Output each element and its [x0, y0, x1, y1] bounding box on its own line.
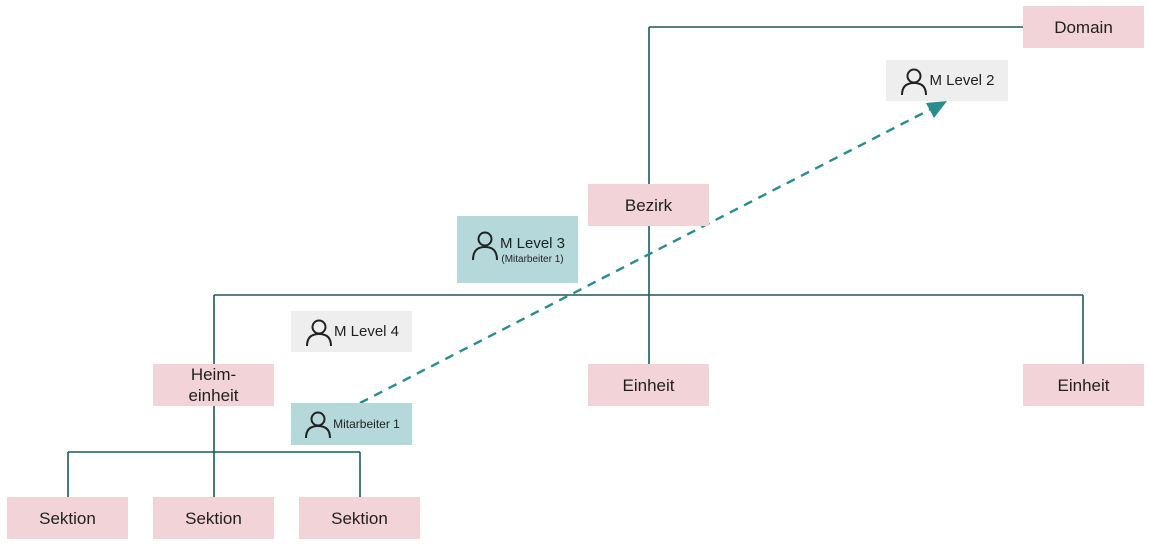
node-heimeinheit-label-line2: einheit: [188, 386, 239, 405]
node-domain-label: Domain: [1054, 17, 1113, 37]
person-level3-label: M Level 3: [499, 235, 566, 252]
node-bezirk-label: Bezirk: [624, 195, 673, 215]
node-sektion-3-label: Sektion: [331, 508, 388, 528]
node-domain: Domain: [1023, 6, 1144, 48]
person-icon: [901, 68, 928, 95]
person-level4-label: M Level 4: [333, 323, 400, 340]
person-employee: Mitarbeiter 1: [291, 403, 412, 445]
node-heimeinheit-label-line1: Heim-: [190, 365, 237, 384]
escalation-arrow-head: [926, 101, 947, 118]
node-sektion-2-label: Sektion: [185, 508, 242, 528]
node-bezirk: Bezirk: [588, 184, 709, 226]
node-sektion-1-label: Sektion: [39, 508, 96, 528]
person-level3: M Level 3 (Mitarbeiter 1): [457, 216, 578, 283]
node-sektion-2: Sektion: [153, 497, 274, 539]
person-level3-sublabel: (Mitarbeiter 1): [501, 254, 564, 265]
person-icon: [305, 319, 332, 346]
person-icon: [305, 411, 332, 439]
node-einheit-2: Einheit: [1023, 364, 1144, 406]
node-sektion-3: Sektion: [299, 497, 420, 539]
node-einheit-1-label: Einheit: [622, 375, 675, 395]
node-sektion-1: Sektion: [7, 497, 128, 539]
person-employee-label: Mitarbeiter 1: [333, 416, 400, 431]
node-einheit-2-label: Einheit: [1057, 375, 1110, 395]
person-level2-label: M Level 2: [929, 72, 995, 89]
person-icon: [471, 231, 498, 260]
person-level4: M Level 4: [291, 311, 412, 352]
node-einheit-1: Einheit: [588, 364, 709, 406]
person-level2: M Level 2: [886, 60, 1008, 101]
node-heimeinheit: Heim- einheit: [153, 364, 274, 406]
escalation-arrow: [359, 106, 934, 405]
